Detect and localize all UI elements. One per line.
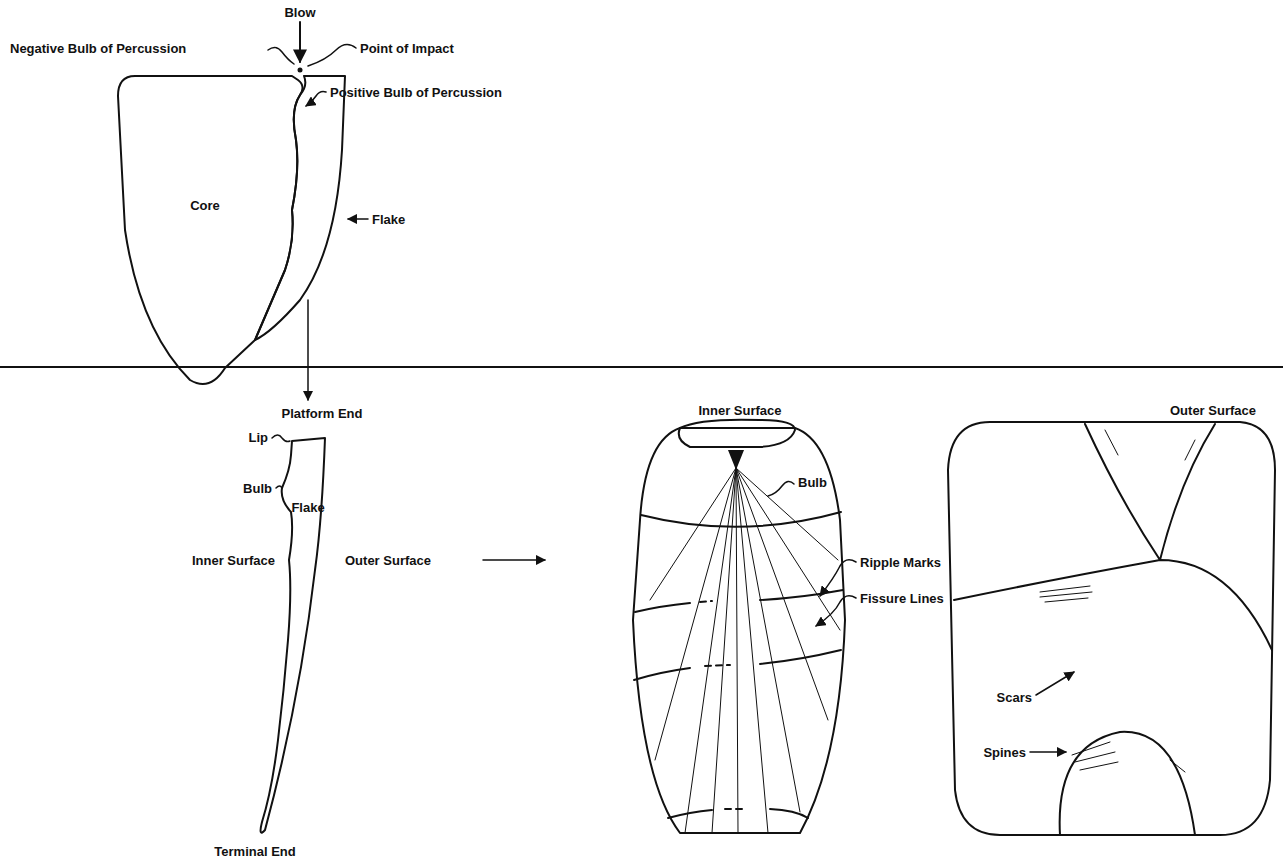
- fissure-lines: [650, 468, 840, 833]
- part-label: Negative Bulb of Percussion: [10, 41, 186, 56]
- leader-line: [816, 596, 856, 626]
- impact-point: [298, 68, 303, 73]
- leader-line: [308, 44, 356, 66]
- part-label: Inner Surface: [698, 403, 781, 418]
- leader-arrow: [348, 218, 368, 220]
- striking-platform: [679, 420, 795, 447]
- leader-arrow: [1036, 672, 1074, 695]
- flow-arrow: [483, 559, 545, 561]
- flake-outline: [255, 76, 345, 340]
- flow-arrow: [307, 300, 309, 400]
- part-label: Outer Surface: [345, 553, 431, 568]
- part-label: Flake: [372, 212, 405, 227]
- part-label: Fissure Lines: [860, 591, 944, 606]
- part-label: Positive Bulb of Percussion: [330, 85, 502, 100]
- divider-line: [0, 366, 1283, 368]
- part-label: Blow: [284, 5, 315, 20]
- part-label: Terminal End: [214, 844, 295, 859]
- spines: [1040, 430, 1195, 772]
- part-label: Core: [190, 198, 220, 213]
- part-label: Lip: [249, 430, 269, 445]
- scar-ridge: [1060, 732, 1195, 835]
- part-label: Outer Surface: [1170, 403, 1256, 418]
- inner-surface-outline: [633, 428, 845, 833]
- part-label: Bulb: [243, 481, 272, 496]
- part-label: Inner Surface: [192, 553, 275, 568]
- leader-line: [306, 92, 326, 107]
- outer-surface-outline: [948, 422, 1275, 835]
- leader-line: [272, 435, 290, 442]
- impact-point: [728, 450, 744, 470]
- part-label: Point of Impact: [360, 41, 454, 56]
- part-label: Platform End: [282, 406, 363, 421]
- leader-line: [820, 560, 856, 596]
- scar-ridge: [1085, 424, 1215, 560]
- ripple-marks: [634, 590, 843, 818]
- core-outline: [118, 76, 303, 384]
- blow-arrow: [299, 22, 301, 62]
- leader-line: [768, 481, 794, 496]
- part-label: Bulb: [798, 475, 827, 490]
- part-label: Scars: [997, 690, 1032, 705]
- leader-line: [276, 486, 282, 488]
- leader-arrow: [1030, 751, 1066, 753]
- part-label: Ripple Marks: [860, 555, 941, 570]
- part-label: Flake: [291, 500, 324, 515]
- part-label: Spines: [983, 745, 1026, 760]
- scar-ridge: [954, 560, 1272, 650]
- flake-side-view: [261, 438, 325, 833]
- leader-line: [268, 47, 294, 64]
